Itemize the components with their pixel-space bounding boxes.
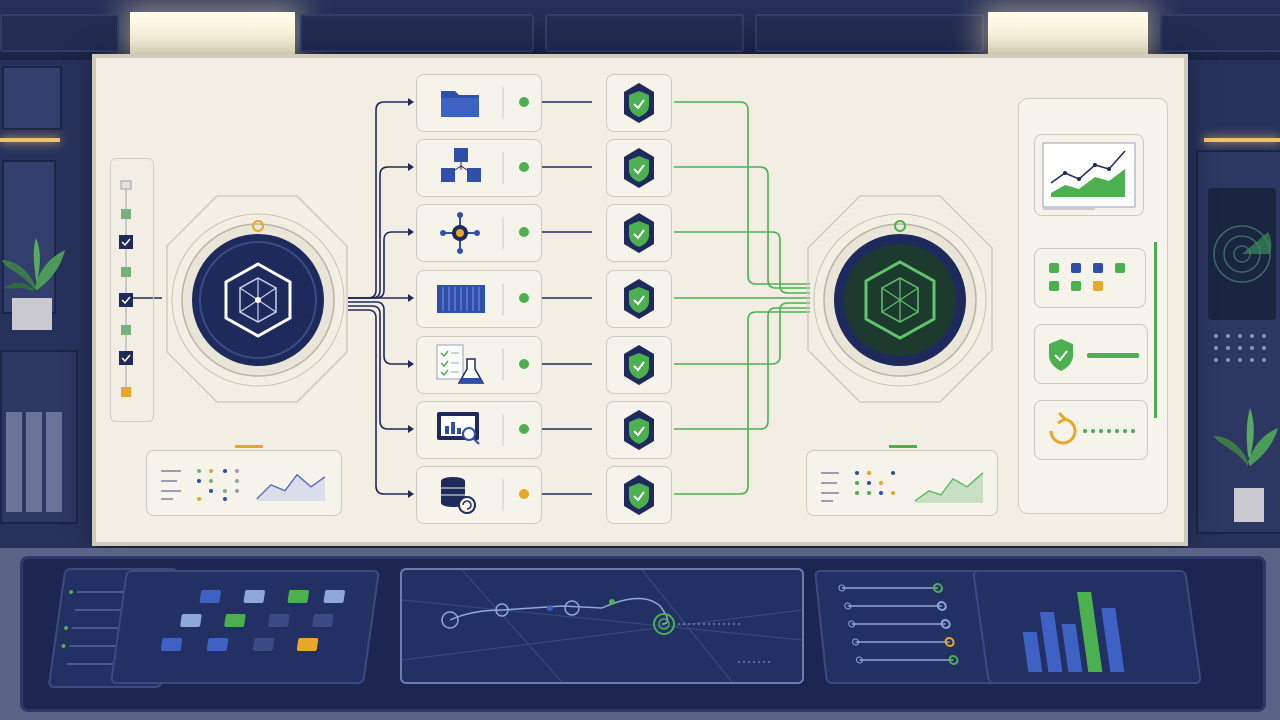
security-status-panel[interactable] [1034,324,1148,384]
binder [6,412,22,512]
key-light[interactable] [323,590,346,603]
key-blue[interactable] [199,590,222,603]
progress-rail [1154,242,1157,418]
network-node-icon [440,212,504,254]
ceiling-panel [755,14,984,52]
security-check-4[interactable] [606,270,672,328]
key-green[interactable] [287,590,310,603]
status-dot-green [519,227,529,237]
key-dark[interactable] [252,638,275,651]
ceiling [0,0,1280,60]
target-hub [807,195,993,403]
key-blue[interactable] [160,638,183,651]
key-yellow[interactable] [296,638,319,651]
plant-icon [2,238,65,330]
target-stats-card [806,445,998,516]
refresh-panel[interactable] [1034,400,1148,460]
step-list-icons [119,180,133,397]
accent-bar [889,445,917,448]
security-check-5[interactable] [606,336,672,394]
radar-icon [1208,188,1276,320]
shield-check-icon [624,345,654,385]
bar-graph-screen[interactable] [971,570,1203,684]
key-light[interactable] [243,590,266,603]
shield-check-icon [624,148,654,188]
status-dot-green [519,359,529,369]
shield-check-icon [624,213,654,253]
connection-lines [132,98,810,498]
container-icon [437,283,504,315]
speaker-grid-icon [1214,334,1266,362]
main-display [96,58,1184,542]
trend-panel[interactable] [1034,134,1144,216]
left-wall [0,60,96,550]
status-dot-green [519,293,529,303]
status-dot-yellow [519,489,529,499]
console-side-panel [47,568,179,688]
ceiling-light-left [130,12,295,60]
security-check-3[interactable] [606,204,672,262]
accent-bar [235,445,263,448]
shield-check-icon [624,410,654,450]
security-check-6[interactable] [606,401,672,459]
bar-graph-icon [1022,592,1125,672]
control-console [0,548,1280,720]
shield-check-icon [624,83,654,123]
status-dot-green [519,424,529,434]
keypad-panel[interactable] [109,570,381,684]
sliders-icon [838,583,959,665]
monitor-analytics-icon [437,412,504,446]
status-dot-green [519,162,529,172]
binder [26,412,42,512]
ceiling-panel [1160,14,1280,52]
checklist-flask-icon [436,344,504,384]
indicator-lights-icon [61,590,124,665]
slider-panel[interactable] [814,570,1006,684]
key-dark[interactable] [268,614,290,627]
source-stats-card [146,445,342,516]
status-dot-green [519,97,529,107]
key-dark[interactable] [312,614,334,627]
wall-panel [2,66,62,130]
shield-check-icon [624,475,654,515]
security-check-7[interactable] [606,466,672,524]
binder [46,412,62,512]
shield-check-icon [624,279,654,319]
key-green[interactable] [224,614,246,627]
cubes-icon [441,148,504,184]
key-blue[interactable] [206,638,229,651]
shield-check-icon [1049,339,1139,371]
ceiling-panel [545,14,744,52]
plant-icon [1214,408,1278,522]
status-grid-icon [1049,263,1125,291]
ceiling-panel [300,14,534,52]
mini-analytics-icon [821,471,984,503]
status-grid-panel[interactable] [1034,248,1146,308]
ceiling-panel [0,14,119,52]
database-sync-icon [441,477,504,514]
task-card-container[interactable] [416,270,542,328]
right-wall [1184,60,1280,550]
wall-light-strip [1204,138,1280,142]
security-check-2[interactable] [606,139,672,197]
security-check-1[interactable] [606,74,672,132]
source-hub [166,195,348,403]
wall-light-strip [0,138,60,142]
key-light[interactable] [180,614,202,627]
route-map-screen[interactable] [400,568,804,684]
folder-icon [441,87,504,119]
route-path-icon [401,569,803,683]
refresh-icon [1049,411,1135,445]
line-chart-icon [1042,142,1136,210]
step-list-panel [110,158,154,422]
ceiling-light-right [988,12,1148,60]
mini-analytics-icon [161,469,326,501]
